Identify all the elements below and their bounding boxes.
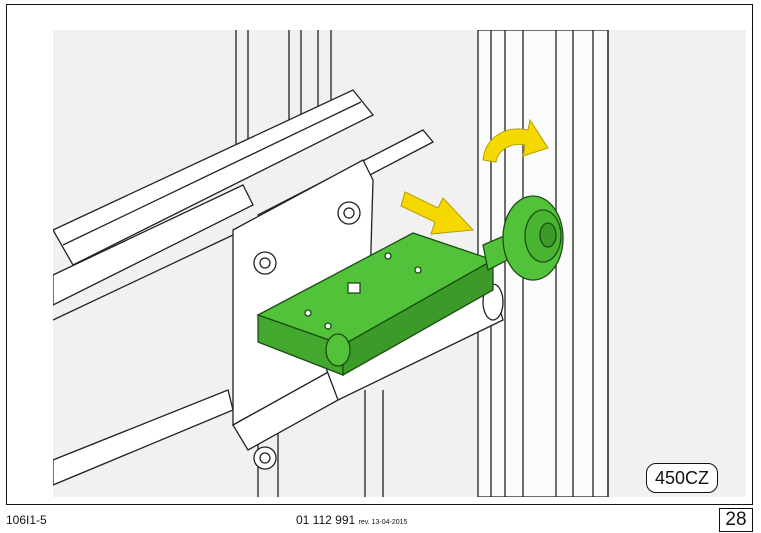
model-badge: 450CZ (646, 463, 719, 493)
arrow-right-icon (400, 191, 475, 235)
revision-date: rev. 13-04-2015 (358, 519, 408, 526)
horizontal-rail (53, 89, 375, 486)
green-hinge-plate (256, 232, 495, 377)
curved-arrow-icon (482, 118, 549, 163)
page-number: 28 (719, 508, 753, 532)
green-pin-knob (482, 195, 564, 281)
hinge-illustration (53, 30, 746, 497)
footer-code: 106I1-5 (6, 513, 47, 527)
doc-number: 01 112 991 (296, 513, 356, 527)
footer-doc-info: 01 112 991 rev. 13-04-2015 (296, 513, 407, 527)
